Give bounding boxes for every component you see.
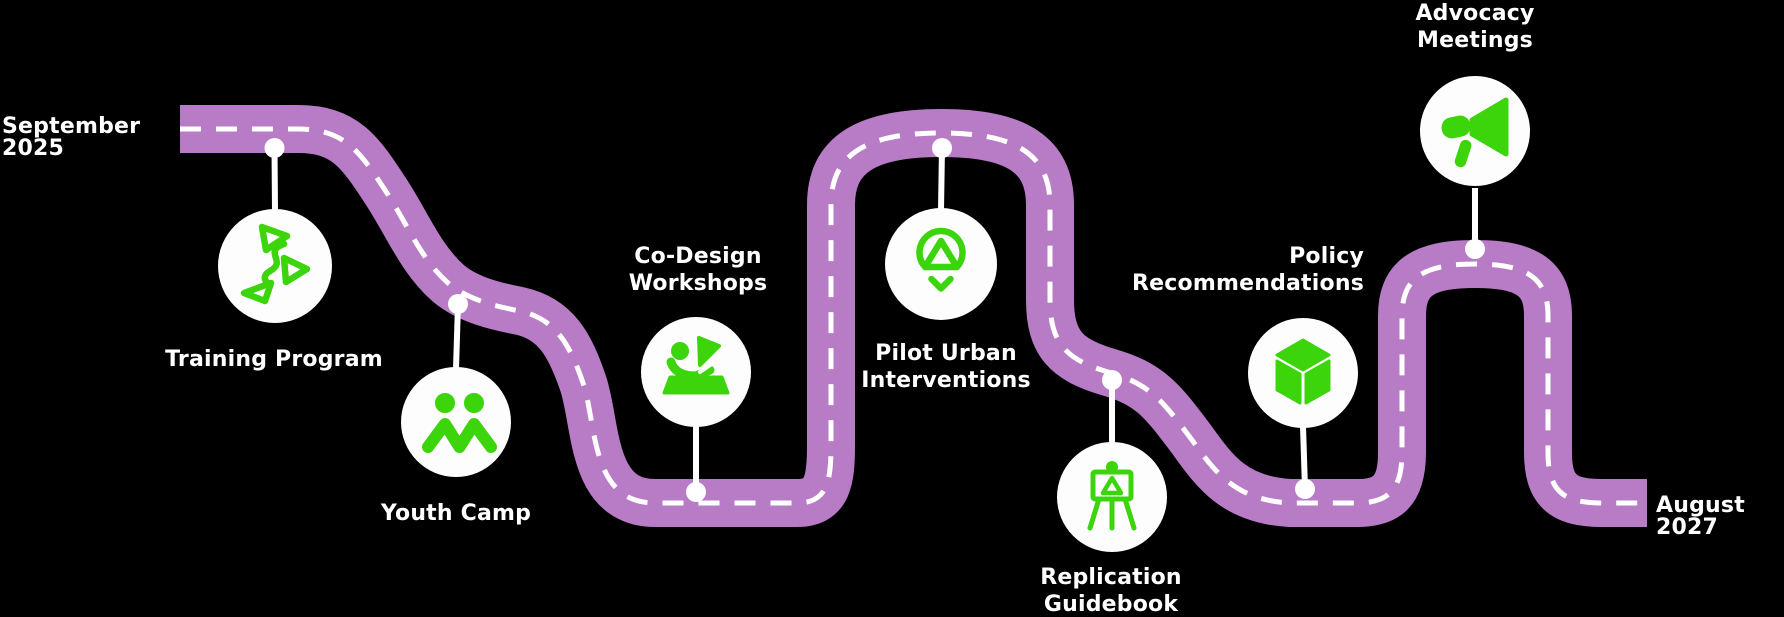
road-dot-pilot-urban [932, 138, 952, 158]
milestone-label-line: Recommendations [1132, 271, 1364, 296]
milestone-label-line: Advocacy [1415, 1, 1535, 26]
road-dot-training-program [264, 138, 285, 158]
milestone-node-youth-camp [401, 367, 511, 477]
connector-policy-recommendations [1300, 425, 1308, 490]
milestone-label-co-design-workshops: Co-Design Workshops [558, 243, 838, 297]
milestone-label-youth-camp: Youth Camp [316, 500, 596, 527]
megaphone-icon [1441, 97, 1509, 168]
road-dot-replication-guidebook [1102, 370, 1122, 390]
milestone-label-line: Meetings [1417, 28, 1533, 53]
milestone-label-advocacy-meetings: Advocacy Meetings [1335, 0, 1615, 54]
milestone-label-line: Youth Camp [380, 501, 532, 526]
road-dot-policy-recommendations [1295, 479, 1315, 499]
workshop-icon [662, 336, 730, 395]
milestone-label-line: Workshops [628, 271, 768, 296]
milestone-label-pilot-urban: Pilot Urban Interventions [806, 340, 1086, 394]
route-shapes-icon [240, 223, 311, 305]
milestone-label-line: Replication [1040, 565, 1182, 590]
road-dot-advocacy-meetings [1465, 239, 1485, 259]
milestone-label-replication-guidebook: Replication Guidebook [971, 564, 1251, 617]
start-date-label: September 2025 [2, 114, 141, 161]
connector-training-program [271, 147, 278, 213]
milestone-label-line: Co-Design [634, 244, 762, 269]
cube-icon [1275, 338, 1331, 405]
milestone-label-line: Pilot Urban [875, 341, 1017, 366]
road-dot-youth-camp [448, 294, 468, 314]
road-dot-co-design-workshops [686, 482, 706, 502]
road [180, 105, 1647, 527]
milestone-node-policy-recommendations [1248, 318, 1358, 428]
milestone-label-policy-recommendations: Policy Recommendations [1114, 243, 1364, 297]
connector-youth-camp [453, 303, 461, 370]
milestone-label-line: Interventions [861, 368, 1031, 393]
connector-pilot-urban [938, 147, 945, 211]
milestone-label-line: Guidebook [1043, 592, 1179, 617]
people-icon [422, 393, 497, 453]
road-centerline [180, 126, 1647, 506]
map-pin-icon [916, 227, 966, 292]
milestone-label-line: Training Program [165, 347, 383, 372]
easel-icon [1087, 461, 1137, 531]
milestone-label-training-program: Training Program [134, 346, 414, 373]
end-date-label: August 2027 [1656, 493, 1745, 540]
milestone-label-line: Policy [1289, 244, 1364, 269]
